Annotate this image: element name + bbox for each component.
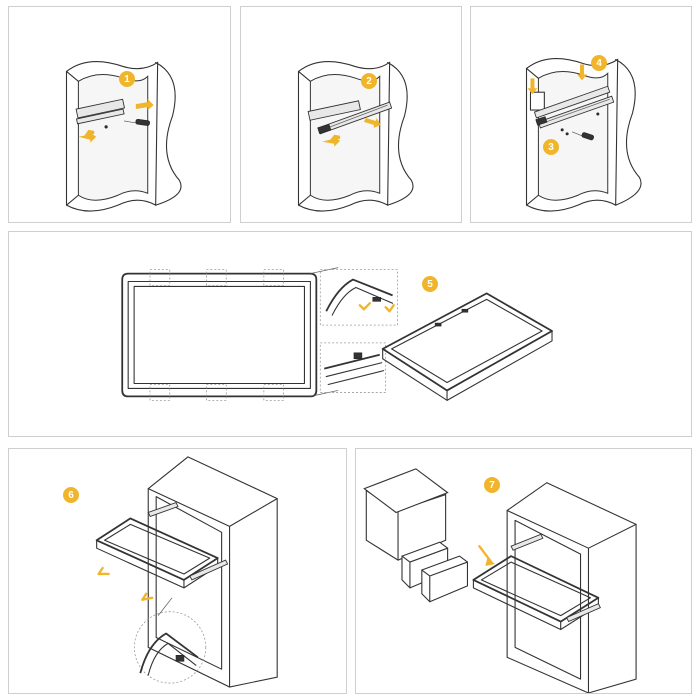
step-3-badge: 3 xyxy=(543,139,559,155)
arrow-icon xyxy=(322,134,341,147)
step-1-badge: 1 xyxy=(119,71,135,87)
step-5-badge: 5 xyxy=(422,276,438,292)
panel-step-7: 7 xyxy=(355,448,692,694)
step-6-illustration xyxy=(95,456,278,688)
step-3-4-illustration xyxy=(525,58,642,212)
arrow-icon xyxy=(478,545,493,564)
step-1-illustration xyxy=(65,61,182,212)
screwdriver-icon xyxy=(571,131,594,141)
arrow-icon xyxy=(527,78,538,95)
step-4-badge: 4 xyxy=(591,55,607,71)
arrow-icon xyxy=(135,99,154,111)
screwdriver-icon xyxy=(123,118,150,126)
step-7-illustration xyxy=(363,468,637,693)
panel-step-5: 5 xyxy=(8,231,692,437)
step-7-badge: 7 xyxy=(484,477,500,493)
step-2-illustration xyxy=(297,61,414,212)
step-2-badge: 2 xyxy=(361,73,377,89)
arrow-icon xyxy=(577,64,587,81)
panel-step-6: 6 xyxy=(8,448,347,694)
panel-step-2: 2 xyxy=(240,6,462,223)
panel-step-1: 1 xyxy=(8,6,231,223)
arrow-icon xyxy=(78,129,97,143)
arrow-icon xyxy=(363,117,381,128)
step-5-illustration xyxy=(121,267,553,401)
screw-icon xyxy=(104,125,108,129)
step-6-badge: 6 xyxy=(63,487,79,503)
panel-step-3: 4 3 xyxy=(470,6,692,223)
